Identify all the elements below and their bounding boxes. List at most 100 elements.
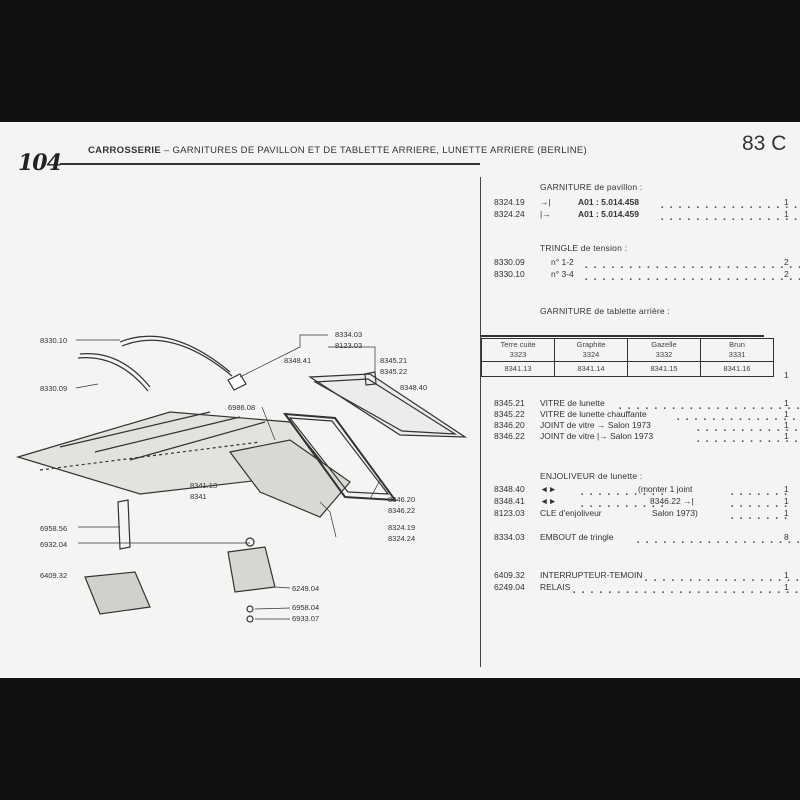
leader-dots: . . . . . . . . . . . . . . . . . . . . … (572, 580, 800, 597)
leader-line (254, 607, 291, 610)
part-code: 8334.03 (494, 532, 525, 542)
part-desc: VITRE de lunette (540, 398, 605, 408)
part-desc: JOINT de vitre |→ Salon 1973 (540, 431, 654, 441)
leader-line (75, 383, 99, 389)
leader-dots: . . . . . . . . . . . . . . . . . (696, 429, 800, 446)
exploded-diagram: 8330.10 8330.09 8334.03 8123.03 8348.41 … (15, 330, 468, 623)
pillar-part (117, 499, 131, 550)
tension-rod-lower (79, 353, 151, 388)
diagram-label: 8348.40 (400, 383, 427, 392)
diagram-label: 8123.03 (335, 341, 362, 350)
diagram-label: 8324.24 (388, 534, 415, 543)
part-code: 8324.19 (494, 197, 525, 207)
part-note: Salon 1973) (652, 508, 698, 518)
part-qty: 1 (784, 582, 789, 592)
rear-window-glass (308, 373, 468, 438)
part-qty: 1 (784, 409, 789, 419)
leader-dots: . . . . . . . (730, 482, 788, 499)
table-row: 8341.13 8341.14 8341.15 8341.16 (481, 361, 774, 377)
table-cell: 8341.14 (554, 361, 628, 377)
part-code: 8324.24 (494, 209, 525, 219)
diagram-label: 8330.09 (40, 384, 67, 393)
table-cell: 8341.15 (627, 361, 701, 377)
window-seal (282, 412, 398, 502)
tension-rod-upper (119, 335, 231, 373)
rod-end-cap (227, 373, 247, 391)
part-desc: EMBOUT de tringle (540, 532, 614, 542)
part-qty: 1 (784, 570, 789, 580)
leader-line (328, 346, 376, 372)
leader-dots: . . . . . . . . . . . . . . . . . . . . … (584, 255, 800, 272)
leader-line (239, 334, 328, 378)
diagram-label: 6958.04 (292, 603, 319, 612)
relay-washer (245, 537, 255, 547)
leader-dots: . . . . . . . . . . . . . . . . . . . . … (660, 207, 800, 224)
rear-shelf-trim (228, 439, 351, 518)
diagram-label: 6958.56 (40, 524, 67, 533)
table-top-rule (480, 335, 764, 337)
leader-dots: . . . . . . . . . . . . . . . . . . . . … (636, 530, 800, 547)
catalog-sheet: 104 CARROSSERIE – GARNITURES DE PAVILLON… (0, 122, 800, 678)
part-note: 8346.22 →| (650, 496, 694, 506)
leader-dots: . . . . . . . . . . . . . . . . . . . . … (584, 267, 800, 284)
diagram-label: 8341.13 (190, 481, 217, 490)
part-qty: 1 (784, 431, 789, 441)
table-qty: 1 (784, 370, 789, 380)
diagram-label: 8324.19 (388, 523, 415, 532)
column-divider (480, 177, 481, 667)
leader-dots: . . . . . . . . . . . . . . . . . . . . … (644, 568, 800, 585)
leader-dots: . . . . . . . (730, 494, 788, 511)
section-tringle-title: TRINGLE de tension : (540, 243, 628, 253)
title-rest: – GARNITURES DE PAVILLON ET DE TABLETTE … (160, 145, 587, 156)
panel-line (39, 441, 261, 471)
part-desc: ◄► (540, 496, 557, 506)
leader-dots: . . . . . . . . . . . . . . . . . (696, 418, 800, 435)
part-code: 8346.20 (494, 420, 525, 430)
part-desc: RELAIS (540, 582, 571, 592)
diagram-label: 8348.41 (284, 356, 311, 365)
part-qty: 1 (784, 209, 789, 219)
part-code: 8123.03 (494, 508, 525, 518)
part-qty: 2 (784, 257, 789, 267)
relay-box (227, 546, 276, 593)
part-code: 8330.09 (494, 257, 525, 267)
part-code: 8348.40 (494, 484, 525, 494)
part-code: 8330.10 (494, 269, 525, 279)
diagram-label: 8341 (190, 492, 207, 501)
part-code: 8345.22 (494, 409, 525, 419)
part-desc: n° 1-2 (551, 257, 574, 267)
part-desc: n° 3-4 (551, 269, 574, 279)
panel-line (129, 421, 266, 461)
diagram-label: 8346.20 (388, 495, 415, 504)
table-cell: 8341.13 (481, 361, 555, 377)
part-qty: 8 (784, 532, 789, 542)
model-number: 104 (18, 150, 62, 176)
diagram-label: 6249.04 (292, 584, 319, 593)
leader-dots: . . . . . . . . . . (580, 494, 665, 511)
diagram-label: 6932.04 (40, 540, 67, 549)
part-qty: 2 (784, 269, 789, 279)
part-desc: ◄► (540, 484, 557, 494)
part-code: 6249.04 (494, 582, 525, 592)
leader-dots: . . . . . . . . . . . . . . . . . . . . … (660, 195, 800, 212)
rear-window-inner (312, 378, 458, 435)
part-qty: 1 (784, 398, 789, 408)
section-enjoliveur-title: ENJOLIVEUR de lunette : (540, 471, 643, 481)
part-code: 8345.21 (494, 398, 525, 408)
diagram-label: 6933.07 (292, 614, 319, 623)
diagram-label: 8346.22 (388, 506, 415, 515)
part-qty: 1 (784, 508, 789, 518)
arrow-symbol: |→ (540, 209, 551, 219)
part-desc: A01 : 5.014.459 (578, 209, 639, 219)
part-desc: JOINT de vitre → Salon 1973 (540, 420, 651, 430)
section-tablette-title: GARNITURE de tablette arrière : (540, 306, 670, 316)
diagram-label: 8330.10 (40, 336, 67, 345)
diagram-label: 8334.03 (335, 330, 362, 339)
leader-dots: . . . . . . . . . . (580, 482, 665, 499)
part-note: (monter 1 joint (638, 484, 693, 494)
